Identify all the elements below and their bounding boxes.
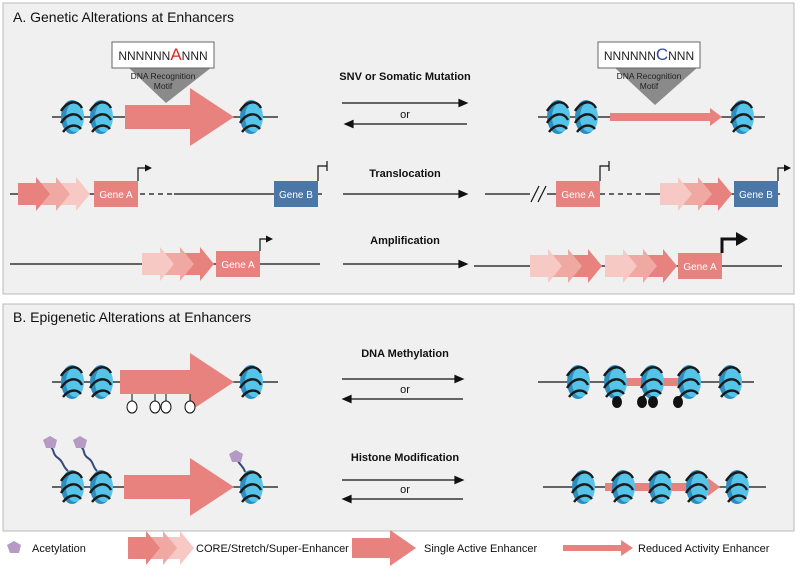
snv-right-construct: NNNNNNCNNN DNA Recognition Motif — [538, 41, 765, 136]
histone-left-construct — [43, 436, 278, 516]
legend-acetylation: Acetylation — [32, 543, 86, 555]
panel-a-title: A. Genetic Alterations at Enhancers — [13, 9, 234, 25]
single-active-enhancer-arrow — [125, 88, 234, 146]
amplification-label: Amplification — [370, 235, 440, 247]
methylation-or-label: or — [400, 384, 410, 396]
translocation-right-construct: Gene A Gene B — [485, 161, 791, 211]
motif-pointer — [128, 67, 212, 103]
reduced-activity-enhancer-arrow — [610, 108, 722, 126]
dna-methylation-label: DNA Methylation — [361, 348, 449, 360]
gene-a-label-amp-left: Gene A — [221, 260, 255, 271]
panel-b-background — [2, 303, 795, 532]
legend-super-enhancer: CORE/Stretch/Super-Enhancer — [196, 543, 349, 555]
motif-box-left — [111, 41, 215, 69]
motif-box-right — [597, 41, 701, 69]
gene-b-label-right: Gene B — [739, 190, 773, 201]
amplification-right-construct: Gene A — [474, 232, 782, 283]
panel-b-title: B. Epigenetic Alterations at Enhancers — [13, 309, 251, 325]
legend: Acetylation CORE/Stretch/Super-Enhancer … — [7, 530, 770, 566]
motif-caption-right-1: DNA Recognition — [617, 71, 682, 81]
amplification-left-construct: Gene A — [10, 235, 320, 281]
histone-right-construct — [543, 468, 766, 506]
motif-sequence-right: NNNNNNCNNN — [604, 45, 694, 64]
motif-caption-left-2: Motif — [154, 81, 173, 91]
amplification-arrow — [343, 259, 469, 269]
snv-arrows — [342, 98, 469, 129]
methylated-cpg-sites — [612, 396, 683, 408]
motif-caption-right-2: Motif — [640, 81, 659, 91]
motif-caption-left-1: DNA Recognition — [131, 71, 196, 81]
histone-arrows — [341, 475, 465, 504]
gene-a-label-amp-right: Gene A — [683, 262, 717, 273]
histone-or-label: or — [400, 484, 410, 496]
methylation-left-construct — [52, 353, 278, 414]
gene-a-label-right: Gene A — [561, 190, 595, 201]
snv-left-construct: NNNNNNANNN DNA Recognition Motif — [52, 41, 278, 146]
legend-single-active: Single Active Enhancer — [424, 543, 537, 555]
gene-a-label: Gene A — [99, 190, 133, 201]
acetylation-legend-icon — [7, 541, 21, 553]
translocation-arrow — [343, 189, 469, 199]
snv-label: SNV or Somatic Mutation — [339, 71, 471, 83]
translocation-left-construct: Gene A Gene B — [10, 161, 328, 211]
gene-b-label: Gene B — [279, 190, 313, 201]
snv-or-label: or — [400, 109, 410, 121]
methylation-arrows — [341, 374, 465, 404]
single-active-legend-icon — [352, 530, 416, 566]
acetylation-marks — [43, 436, 243, 462]
histone-modification-label: Histone Modification — [351, 452, 459, 464]
reduced-enhancer-legend-icon — [563, 540, 633, 556]
translocation-label: Translocation — [369, 168, 441, 180]
motif-sequence-left: NNNNNNANNN — [118, 45, 207, 64]
legend-reduced: Reduced Activity Enhancer — [638, 543, 770, 555]
methylation-right-construct — [538, 363, 754, 408]
unmethylated-cpg-sites — [126, 394, 196, 414]
